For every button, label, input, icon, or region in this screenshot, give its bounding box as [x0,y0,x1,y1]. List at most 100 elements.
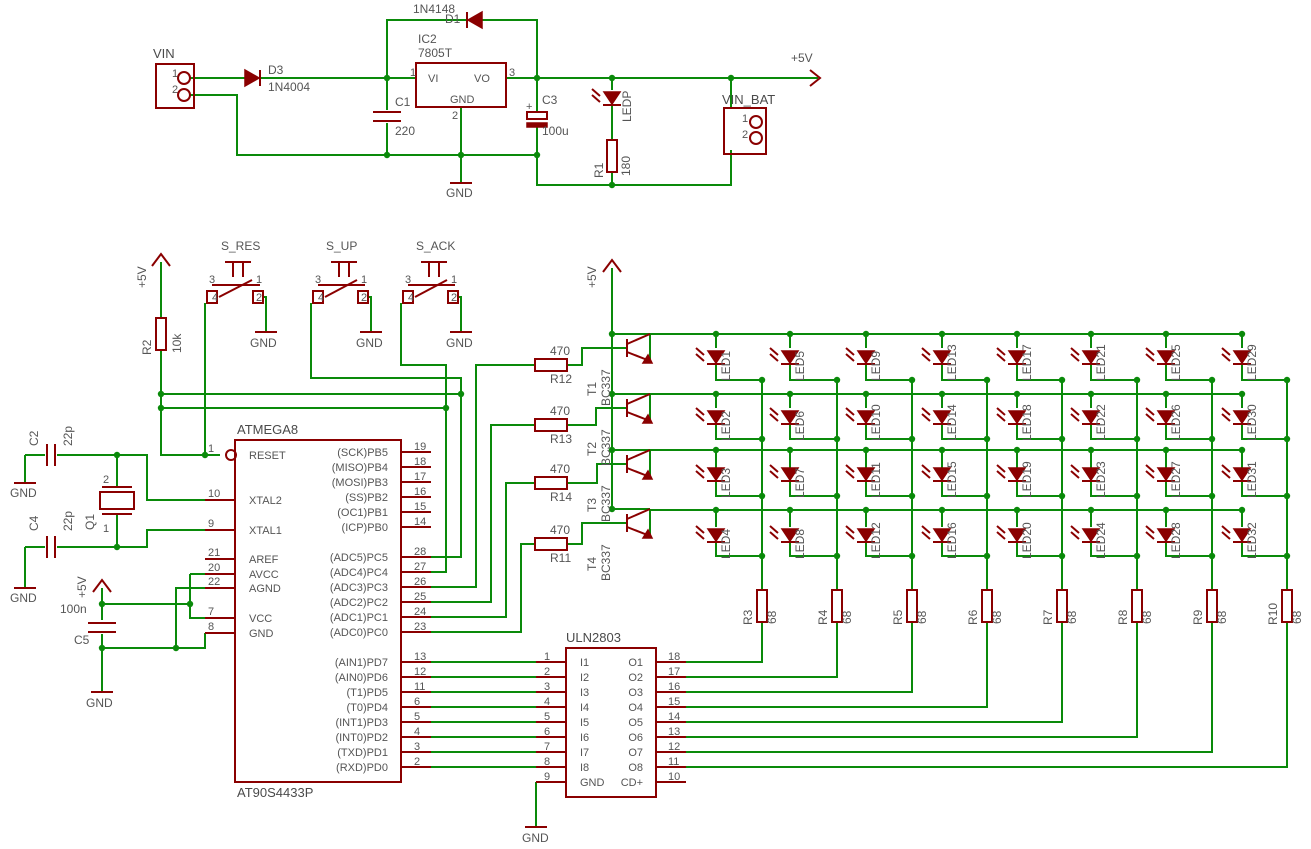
led-13 [932,350,952,365]
connector-pin [749,131,763,145]
led-32 [1232,528,1252,543]
junction [201,451,209,459]
mcu-pin-name: (ADC5)PC5 [330,552,388,564]
led-ray [769,525,779,534]
led-label: LED30 [1245,404,1259,441]
led-22 [1081,410,1101,425]
uln-pin-number: 7 [544,741,550,753]
resistor-label: R8 [1116,609,1130,625]
transistor-arrow [641,353,654,364]
mcu-pin-number: 12 [414,666,426,678]
switch-label-ack: S_ACK [416,239,455,253]
uln-pin-name: O2 [628,672,643,684]
uln-pin-number: 16 [668,681,680,693]
led-ray [1221,353,1231,362]
led-ray [695,407,705,416]
wire [567,407,627,426]
pin-number: 2 [361,292,367,304]
mcu-pin-number: 22 [208,576,220,588]
resistor-col [1206,589,1218,623]
junction [442,404,450,412]
ic2-vo-label: VO [474,73,490,85]
d3-label: D3 [268,63,284,77]
led-label: LED24 [1094,522,1108,559]
led-label: LED9 [869,351,883,381]
led-label: LED5 [793,351,807,381]
led-ray [769,531,779,540]
mcu-pin-name: (T1)PD5 [346,687,388,699]
led-ray [1070,413,1080,422]
ic2-vi-label: VI [428,73,438,85]
led-25 [1156,350,1176,365]
uln-pin-number: 6 [544,726,550,738]
mcu-pin-name: (AIN0)PD6 [335,672,388,684]
svg-text:1: 1 [742,113,748,125]
wire [1241,424,1287,440]
mcu-pin-name: (OC1)PB1 [337,507,388,519]
led-ray [996,413,1006,422]
led-label: LED1 [719,351,733,381]
wire [57,529,235,548]
mcu-pin-number: 25 [414,591,426,603]
wire [1090,364,1137,381]
svg-text:2: 2 [103,474,109,486]
uln-pin-number: 9 [544,771,550,783]
uln-pin-name: I8 [580,762,589,774]
led-ray [1221,464,1231,473]
led-ray [769,413,779,422]
pin-number: 2 [256,292,262,304]
led-9 [856,350,876,365]
resistor-r1 [606,139,618,173]
wire [1090,481,1137,497]
uln-pin-number: 8 [544,756,550,768]
wire [160,350,220,456]
mcu-pin-number: 19 [414,441,426,453]
wire [567,463,627,484]
junction [186,600,194,608]
diode-d3 [244,68,261,88]
wire [1165,481,1212,497]
led-10 [856,410,876,425]
led-label: LED6 [793,411,807,441]
c4-label: C4 [27,515,41,531]
c1-label: C1 [395,95,411,109]
wire [400,303,447,568]
wire [685,622,1288,768]
wire [941,542,987,557]
led-6 [780,410,800,425]
pin-number: 3 [209,274,215,286]
uln-pin-name: I5 [580,717,589,729]
ic2-gnd-label: GND [450,94,475,106]
mcu-pin-number: 9 [208,518,214,530]
led-ray [1221,525,1231,534]
resistor-value: 68 [915,610,929,624]
wire [941,481,987,497]
resistor-value: 68 [990,610,1004,624]
led-ray [996,347,1006,356]
switch-pin [402,290,414,304]
ic2-label: IC2 [418,32,437,46]
c5-label: C5 [74,633,90,647]
switch-lever [414,279,448,298]
led-label: LED17 [1020,344,1034,381]
wire [685,622,913,693]
diode-d1 [466,10,483,30]
led-label: LED14 [945,404,959,441]
uln-pin-name: I7 [580,747,589,759]
mcu-pin-number: 26 [414,576,426,588]
uln-pin-name: O4 [628,702,643,714]
led-ray [1070,531,1080,540]
led-ray [845,531,855,540]
resistor-col [906,589,918,623]
led-ray [921,407,931,416]
resistor-label: R4 [816,609,830,625]
wire [431,364,535,588]
wire [789,424,837,440]
components [14,10,1293,828]
led-4 [706,528,726,543]
c3-value-label: 100u [542,124,569,138]
mcu-pin-number: 10 [208,488,220,500]
led-ray [996,525,1006,534]
led-label: LED19 [1020,461,1034,498]
resistor-label: R14 [550,490,572,504]
